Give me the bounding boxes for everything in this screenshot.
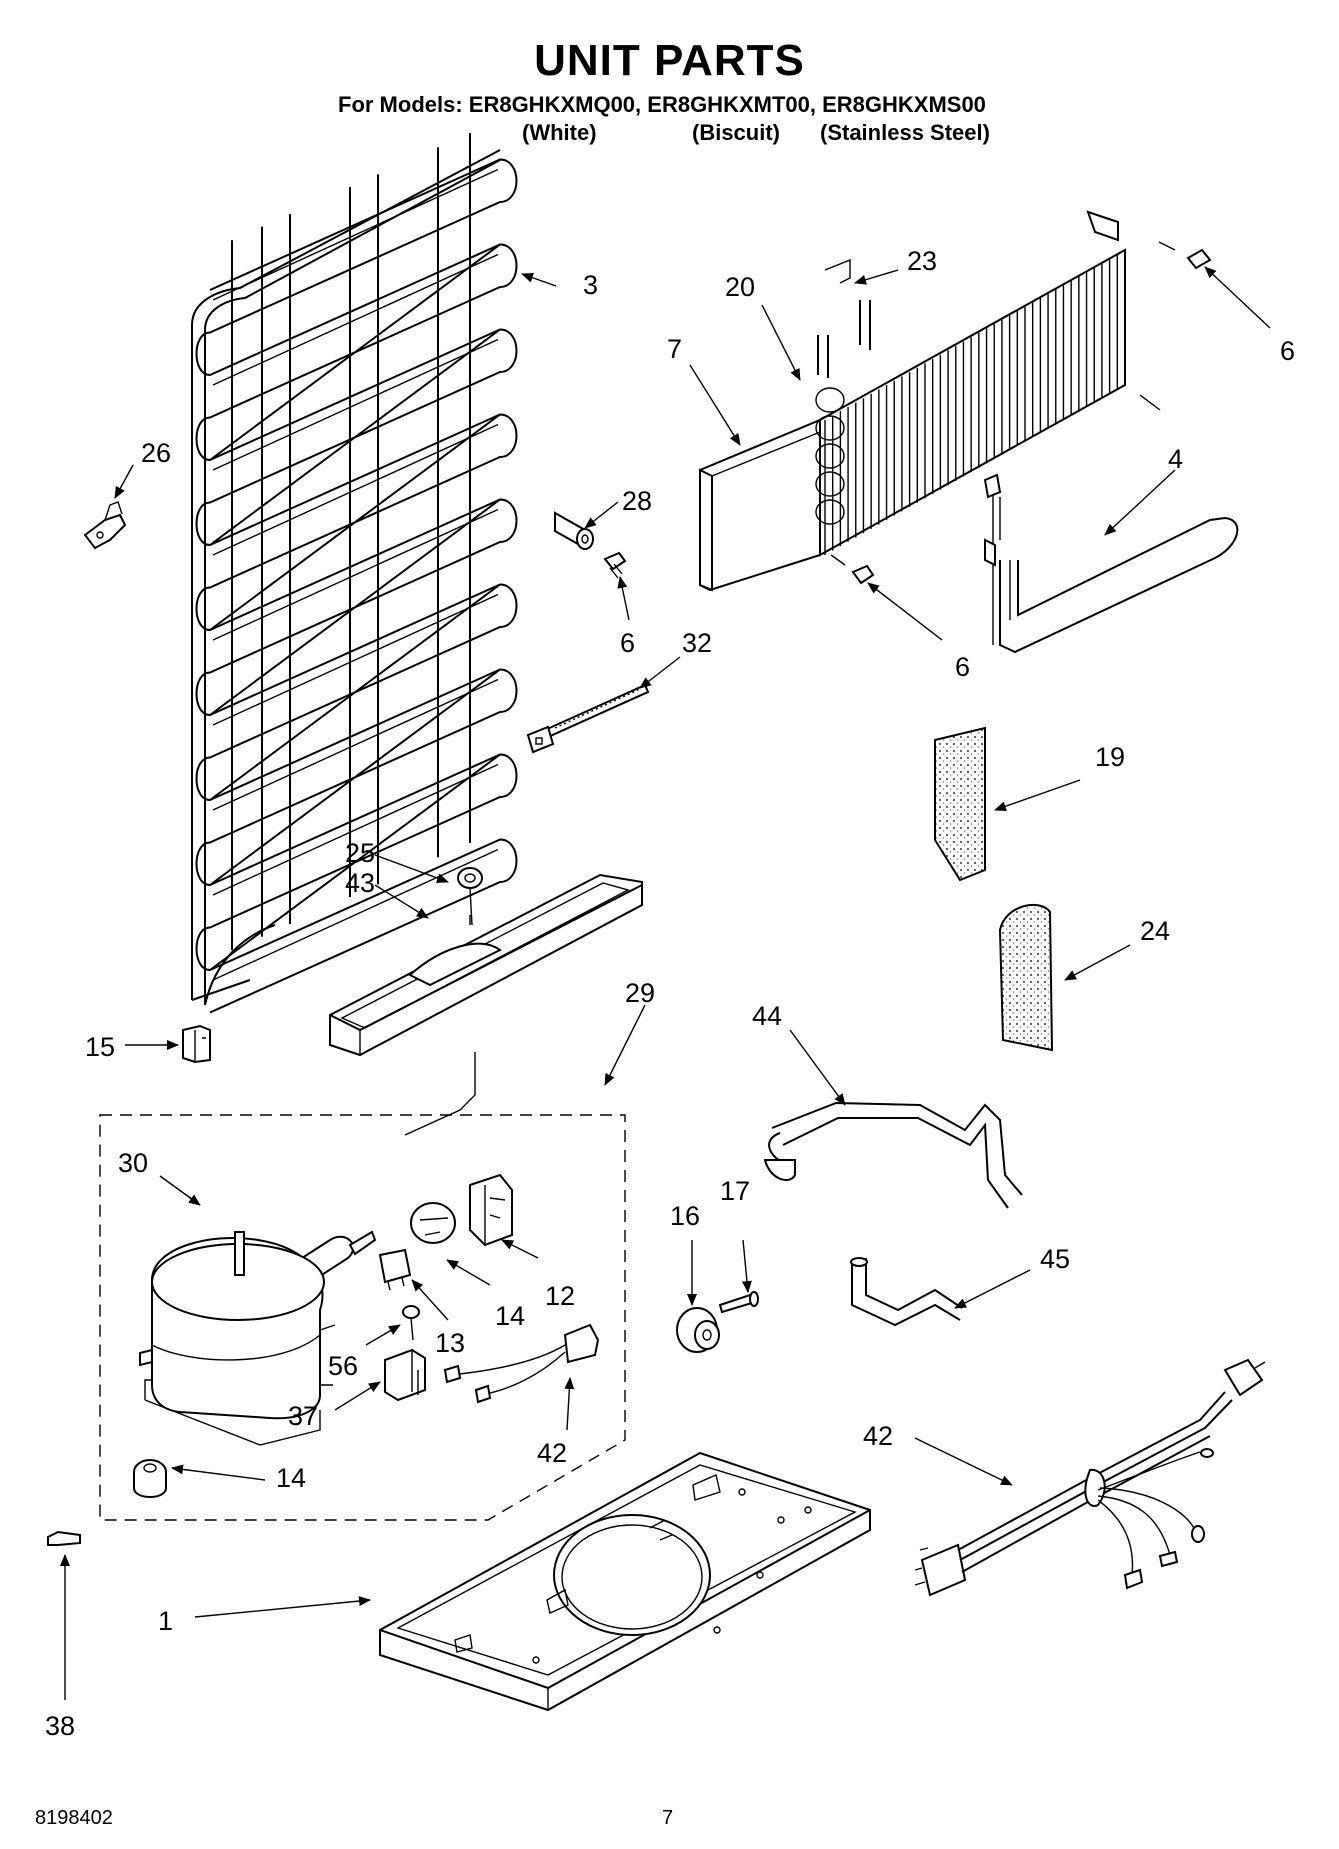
overload-15 — [410, 1202, 456, 1244]
evaporator-tube-bend-1 — [815, 415, 845, 441]
callout-21: 23 — [907, 246, 937, 276]
callout-23: 24 — [1140, 916, 1170, 946]
spacer-37 — [47, 1530, 81, 1546]
callout-12: 12 — [545, 1281, 575, 1311]
evaporator-tube-bend-3 — [815, 471, 845, 497]
callout-43: 43 — [345, 868, 375, 898]
wire-harness-42 — [914, 1358, 1266, 1597]
callout-45: 45 — [1040, 1244, 1070, 1274]
condenser-coil — [191, 133, 518, 1014]
callout-28: 29 — [625, 978, 655, 1008]
models-line: For Models: ER8GHKXMQ00, ER8GHKXMT00, ER… — [338, 92, 986, 117]
base-pan-1 — [379, 1451, 871, 1712]
screw-6-left — [603, 551, 627, 579]
callout-14: 14 — [276, 1463, 306, 1493]
callout-19: 19 — [1095, 742, 1125, 772]
evaporator-tube-bend-2 — [815, 443, 845, 469]
callout-30: 32 — [682, 628, 712, 658]
compressor-group-box — [99, 1114, 626, 1521]
callout-7: 7 — [667, 334, 682, 364]
callout-44: 44 — [752, 1001, 782, 1031]
page-number: 7 — [662, 1807, 674, 1829]
leader-lines — [60, 266, 1271, 1700]
insulation-19 — [934, 726, 986, 882]
callout-labels: 3 23 20 7 6 4 26 28 6 6 32 19 24 25 43 2… — [45, 246, 1295, 1741]
pin-18 — [718, 1291, 759, 1314]
grommet-14 — [133, 1459, 167, 1498]
callout-6-center: 6 — [955, 652, 970, 682]
callout-24: 25 — [345, 838, 375, 868]
tube-45 — [850, 1257, 963, 1327]
harness-38 — [443, 1323, 600, 1404]
callout-17: 16 — [670, 1201, 700, 1231]
callout-25: 26 — [141, 438, 171, 468]
clip-16 — [182, 1024, 211, 1064]
screw-6-center — [830, 554, 875, 585]
callout-32: 37 — [288, 1401, 318, 1431]
defrost-heater-4 — [983, 473, 1239, 654]
callout-42: 42 — [863, 1421, 893, 1451]
callout-37: 38 — [45, 1711, 75, 1741]
callout-38: 42 — [537, 1438, 567, 1468]
insulation-23 — [998, 903, 1054, 1052]
tube-44 — [763, 1101, 1023, 1209]
evaporator-tube-bend-4 — [815, 499, 845, 525]
drain-pan-43 — [329, 867, 643, 1136]
callout-16: 15 — [85, 1032, 115, 1062]
callout-1: 1 — [158, 1606, 173, 1636]
cable-tie-30 — [526, 683, 650, 754]
relay-13 — [378, 1248, 412, 1291]
capacitor-32 — [384, 1348, 426, 1402]
callout-26: 28 — [622, 486, 652, 516]
callout-18: 17 — [720, 1176, 750, 1206]
callout-6-left: 6 — [620, 628, 635, 658]
variant-stainless: (Stainless Steel) — [820, 120, 990, 145]
doc-number: 8198402 — [35, 1807, 113, 1829]
callout-4: 4 — [1168, 444, 1183, 474]
callout-13: 13 — [435, 1328, 465, 1358]
start-device-12 — [469, 1173, 513, 1247]
callout-6-right: 6 — [1280, 336, 1295, 366]
callout-15: 14 — [495, 1301, 525, 1331]
page-title: UNIT PARTS — [534, 36, 805, 85]
screw-56 — [402, 1305, 420, 1341]
bracket-25 — [83, 501, 127, 550]
variant-biscuit: (Biscuit) — [692, 120, 780, 145]
callout-20: 20 — [725, 272, 755, 302]
callout-3: 3 — [583, 270, 598, 300]
variant-white: (White) — [522, 120, 597, 145]
callout-56: 56 — [328, 1351, 358, 1381]
evaporator-assembly — [699, 210, 1161, 592]
screw-6-right — [1158, 241, 1212, 270]
evaporator-tube-bend-0 — [815, 387, 845, 413]
callout-29: 30 — [118, 1148, 148, 1178]
spacer-26 — [554, 511, 594, 550]
roller-17 — [676, 1307, 720, 1353]
compressor — [139, 1231, 336, 1446]
